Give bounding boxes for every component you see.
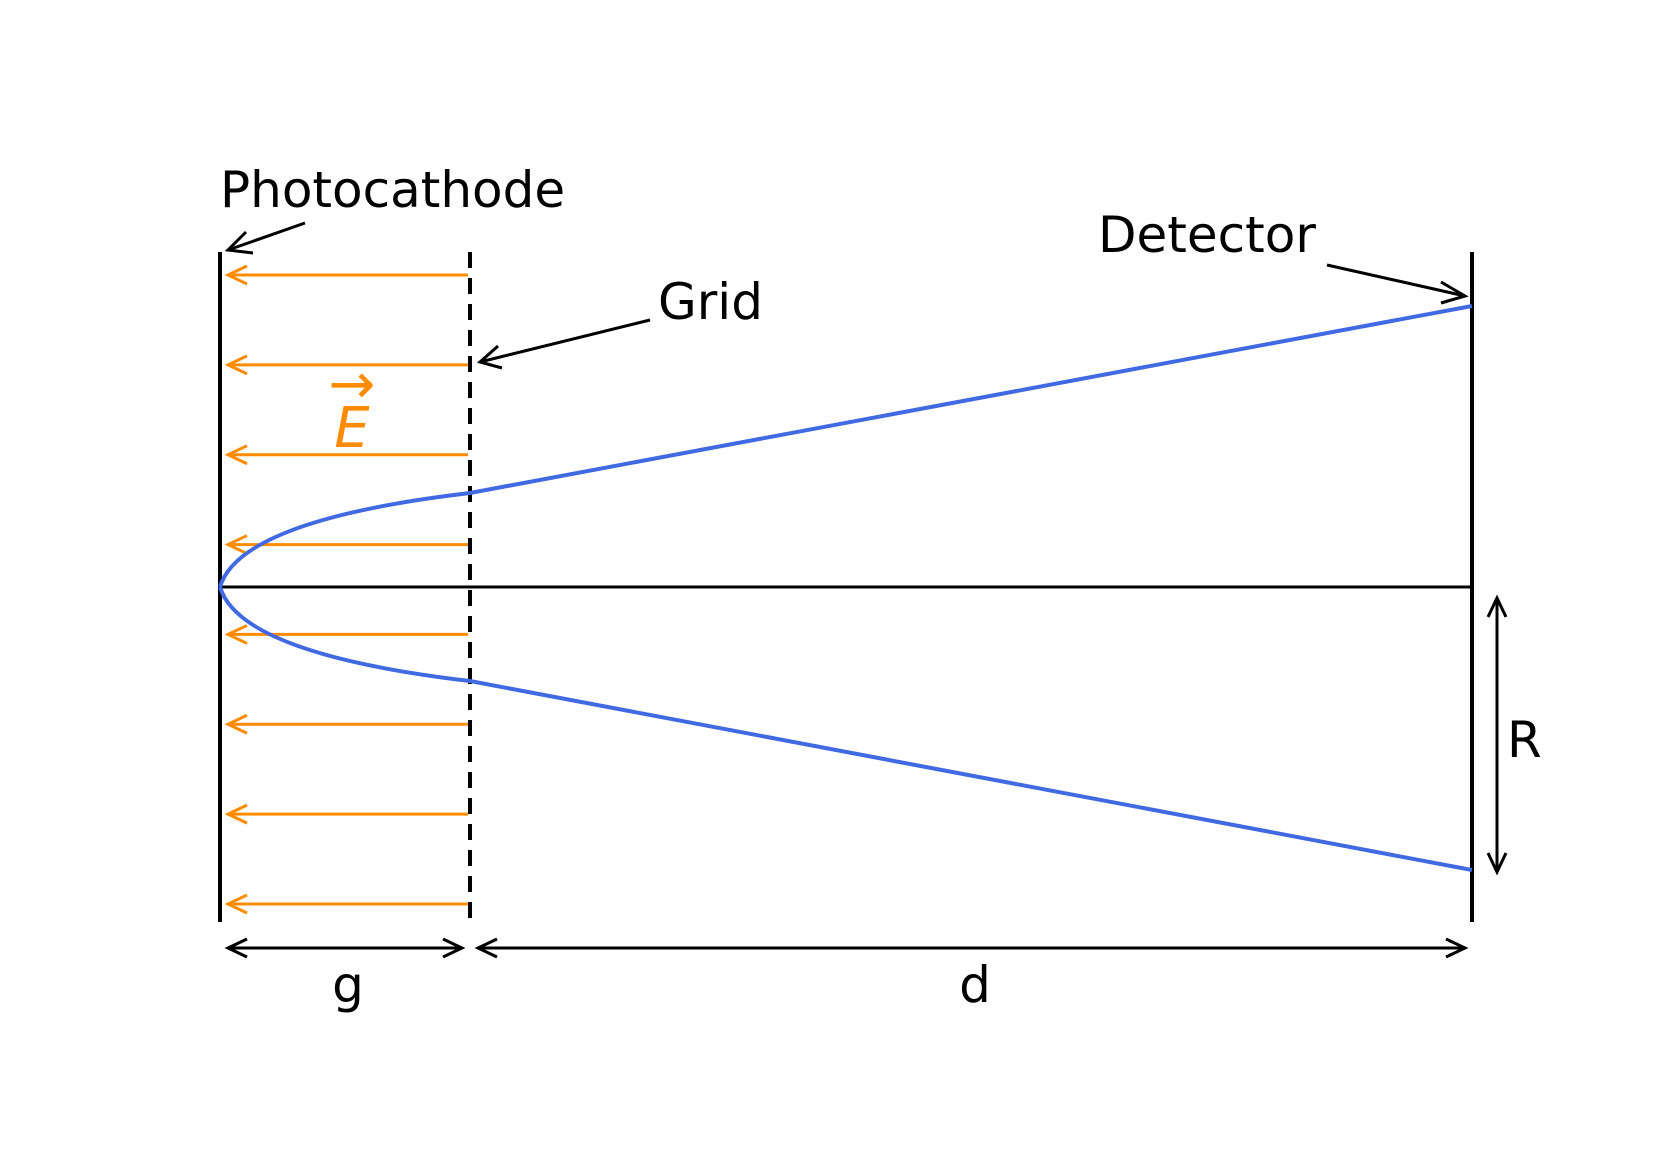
drift-dimension-arrow [474, 937, 1469, 959]
detector-label: Detector [1098, 206, 1316, 264]
detector-pointer-arrow [1326, 263, 1469, 305]
field-arrow [224, 713, 468, 735]
field-vector-mark: → [329, 352, 376, 417]
field-arrow [224, 354, 468, 376]
drift-label: d [959, 956, 991, 1014]
photocathode-label: Photocathode [220, 161, 565, 219]
radius-dimension-arrow [1486, 594, 1508, 876]
grid-pointer-arrow [476, 318, 651, 370]
electron-trajectory-upper [218, 304, 1473, 588]
field-arrow [224, 534, 468, 555]
electron-trajectory-lower [218, 586, 1473, 872]
field-arrow [224, 264, 468, 286]
photocathode-pointer-arrow [224, 221, 306, 255]
radius-label: R [1507, 711, 1542, 769]
field-arrow [224, 803, 468, 825]
field-arrow [224, 444, 468, 466]
field-arrow [224, 624, 468, 645]
gap-label: g [332, 956, 364, 1014]
field-label: E [334, 396, 370, 461]
grid-label: Grid [658, 273, 763, 331]
gap-dimension-arrow [224, 937, 466, 959]
field-arrow [224, 893, 468, 915]
